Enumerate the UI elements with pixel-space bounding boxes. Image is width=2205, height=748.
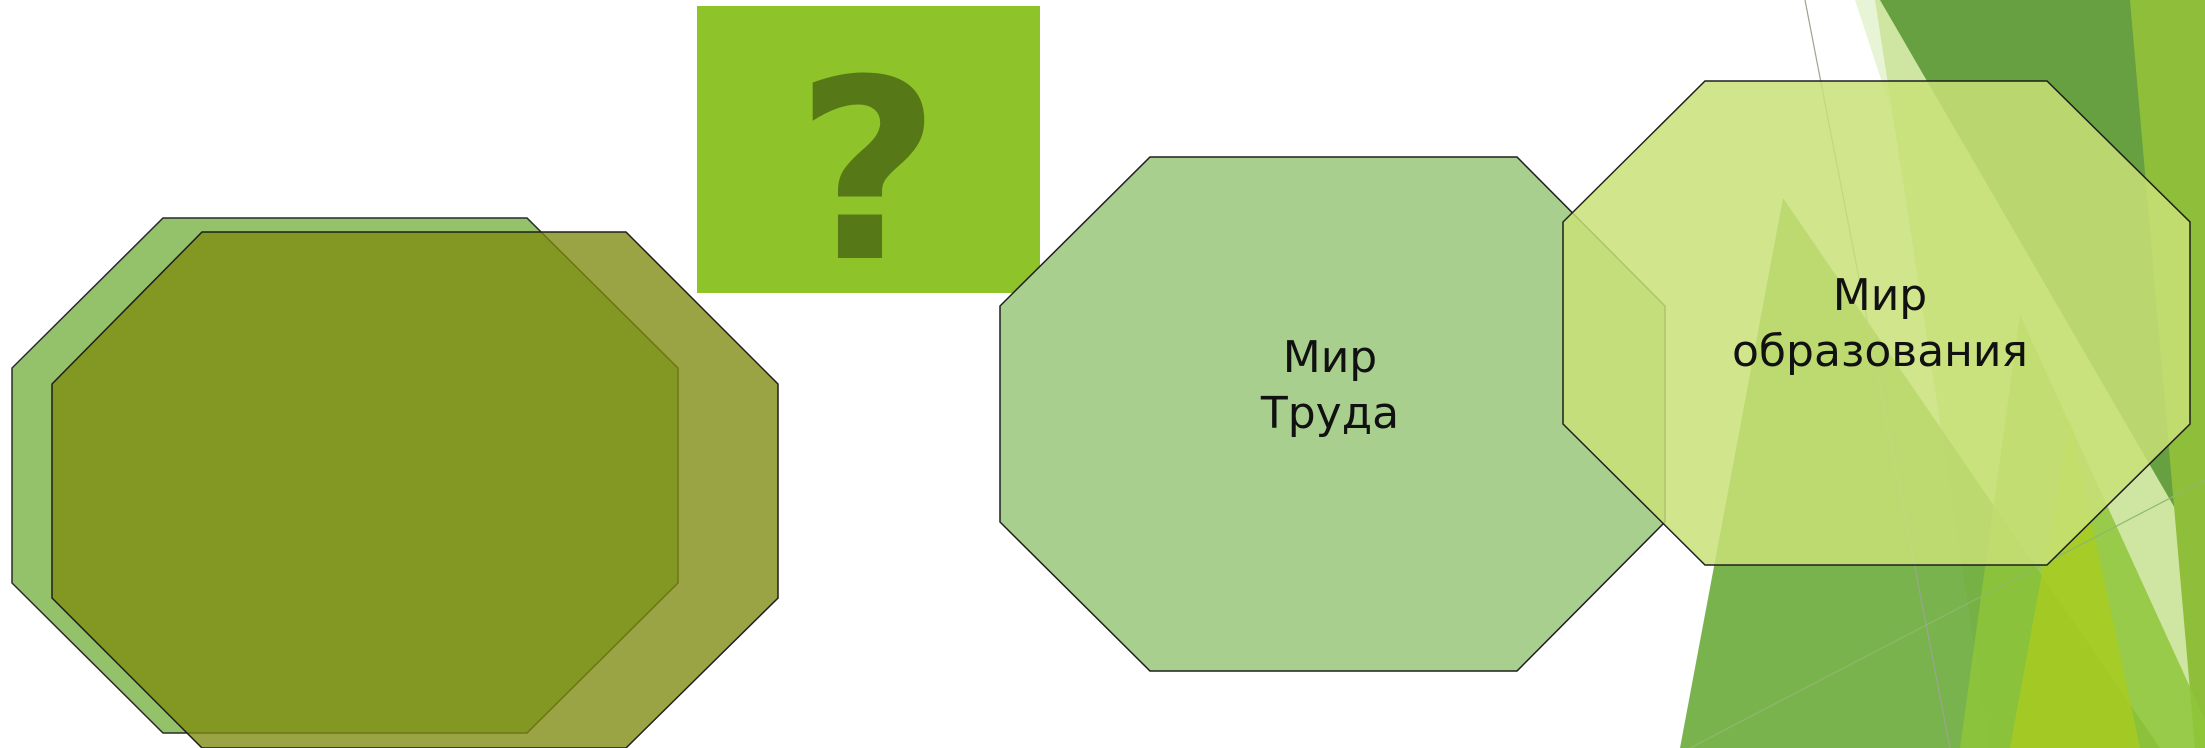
question-box-background [697, 6, 1040, 293]
education-label-line-1: Мир [1832, 270, 1928, 321]
education-label-line-2: образования [1732, 326, 2028, 377]
work-octagon [999, 156, 1666, 672]
bg-yellow-triangle [2010, 420, 2140, 748]
work-octagon-label: Мир Труда [1160, 330, 1500, 442]
education-octagon-label: Мир образования [1700, 268, 2060, 380]
question-mark-icon: ? [795, 26, 940, 317]
left-front-octagon [51, 231, 779, 748]
work-label-line-1: Мир [1282, 332, 1378, 383]
bg-thin-line-2 [1689, 479, 2205, 748]
work-label-line-2: Труда [1260, 388, 1400, 439]
question-box: ? [697, 6, 1040, 317]
education-octagon [1562, 80, 2191, 566]
